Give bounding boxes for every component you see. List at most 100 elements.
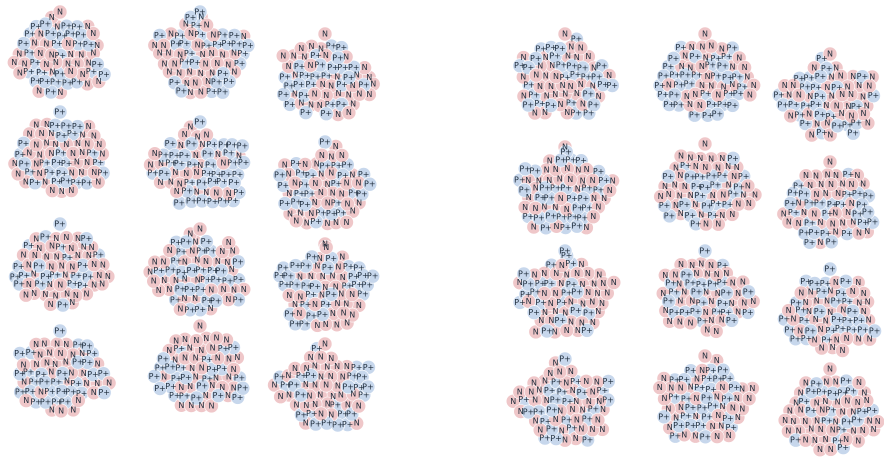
neutron-label: N xyxy=(860,93,866,102)
neutron-label: N xyxy=(349,290,355,299)
proton-label: P+ xyxy=(57,301,69,310)
neutron-label: N xyxy=(303,401,309,410)
proton-label: P+ xyxy=(195,285,207,294)
neutron-label: N xyxy=(855,398,861,407)
proton-label: P+ xyxy=(30,58,42,67)
proton-label: P+ xyxy=(664,100,676,109)
proton-label: P+ xyxy=(310,51,322,60)
neutron-label: N xyxy=(54,253,60,262)
neutron-label: N xyxy=(323,91,329,100)
neutron-label: N xyxy=(726,431,732,440)
neutron-label: N xyxy=(611,278,617,287)
nucleus: P+P+P+NNP+NP+NP+NP+P+NNNNNNNNNP+NNP+NP+P… xyxy=(148,5,255,100)
proton-label: P+ xyxy=(706,172,718,181)
neutron-label: N xyxy=(814,296,820,305)
proton-label: P+ xyxy=(348,63,360,72)
neutron-label: N xyxy=(811,210,817,219)
neutron-label: N xyxy=(693,162,699,171)
proton-label: P+ xyxy=(572,204,584,213)
neutron-label: N xyxy=(38,30,44,39)
proton-label: P+ xyxy=(717,278,729,287)
neutron-label: N xyxy=(672,181,678,190)
neutron-label: N xyxy=(362,63,368,72)
neutron-label: N xyxy=(570,405,576,414)
neutron-label: N xyxy=(65,39,71,48)
proton-label: P+ xyxy=(742,308,754,317)
neutron-label: N xyxy=(740,278,746,287)
neutron-label: N xyxy=(366,90,372,99)
proton-label: P+ xyxy=(77,261,89,270)
proton-label: P+ xyxy=(556,298,568,307)
neutron-label: N xyxy=(533,184,539,193)
neutron-label: N xyxy=(575,185,581,194)
neutron-label: N xyxy=(740,190,746,199)
neutron-label: N xyxy=(199,363,205,372)
neutron-label: N xyxy=(84,379,90,388)
proton-label: P+ xyxy=(685,421,697,430)
neutron-label: N xyxy=(69,263,75,272)
proton-label: P+ xyxy=(279,199,291,208)
neutron-label: N xyxy=(33,234,39,243)
proton-label: P+ xyxy=(202,149,214,158)
neutron-label: N xyxy=(86,251,92,260)
neutron-label: N xyxy=(531,379,537,388)
proton-label: P+ xyxy=(673,80,685,89)
proton-label: P+ xyxy=(566,61,578,70)
nucleus: P+NP+NNNP+NNNP+NNNP+P+NNNNP+P+NNP+P+NNP+… xyxy=(8,105,110,198)
neutron-label: N xyxy=(231,286,237,295)
nucleus: P+P+NP+NP+P+P+NP+NNNP+NP+NP+NNNNP+NP+P+P… xyxy=(13,324,116,418)
neutron-label: N xyxy=(287,209,293,218)
proton-label: P+ xyxy=(550,434,562,443)
proton-label: P+ xyxy=(528,308,540,317)
neutron-label: N xyxy=(335,299,341,308)
proton-label: P+ xyxy=(321,300,333,309)
neutron-label: N xyxy=(96,140,102,149)
neutron-label: N xyxy=(86,122,92,131)
neutron-label: N xyxy=(340,273,346,282)
neutron-label: N xyxy=(574,89,580,98)
neutron-label: N xyxy=(590,212,596,221)
proton-label: P+ xyxy=(784,326,796,335)
neutron-label: N xyxy=(808,425,814,434)
neutron-label: N xyxy=(699,43,705,52)
neutron-label: N xyxy=(710,422,716,431)
neutron-label: N xyxy=(552,90,558,99)
proton-label: P+ xyxy=(351,363,363,372)
proton-label: P+ xyxy=(298,181,310,190)
neutron-label: N xyxy=(182,335,188,344)
proton-label: P+ xyxy=(571,222,583,231)
neutron-label: N xyxy=(209,49,215,58)
neutron-label: N xyxy=(21,360,27,369)
neutron-label: N xyxy=(241,285,247,294)
proton-label: P+ xyxy=(843,170,855,179)
neutron-label: N xyxy=(48,368,54,377)
neutron-label: N xyxy=(99,279,105,288)
nucleus: NNP+P+NNNP+P+P+P+P+P+P+NNNNP+P+NNP+NNP+P… xyxy=(772,47,880,142)
proton-label: P+ xyxy=(841,229,853,238)
neutron-label: N xyxy=(334,320,340,329)
proton-label: P+ xyxy=(206,87,218,96)
proton-label: P+ xyxy=(566,424,578,433)
neutron-label: N xyxy=(819,405,825,414)
neutron-label: N xyxy=(672,271,678,280)
neutron-label: N xyxy=(48,129,54,138)
nucleus: P+NP+P+NNNNNNP+P+P+P+P+P+P+NNNNP+NNP+NP+… xyxy=(506,352,615,447)
neutron-label: N xyxy=(796,219,802,228)
neutron-label: N xyxy=(338,290,344,299)
proton-label: P+ xyxy=(231,40,243,49)
proton-label: P+ xyxy=(13,262,25,271)
neutron-label: N xyxy=(292,364,298,373)
nucleus: P+P+P+P+NP+P+P+P+P+P+P+NNNP+P+P+P+NP+P+P… xyxy=(653,27,761,122)
neutron-label: N xyxy=(231,365,237,374)
neutron-label: N xyxy=(844,397,850,406)
neutron-label: N xyxy=(541,289,547,298)
neutron-label: N xyxy=(845,208,851,217)
proton-label: P+ xyxy=(842,316,854,325)
neutron-label: N xyxy=(578,43,584,52)
proton-label: P+ xyxy=(519,186,531,195)
neutron-label: N xyxy=(714,270,720,279)
proton-label: P+ xyxy=(232,257,244,266)
proton-label: P+ xyxy=(603,377,615,386)
neutron-label: N xyxy=(854,171,860,180)
neutron-label: N xyxy=(562,30,568,39)
